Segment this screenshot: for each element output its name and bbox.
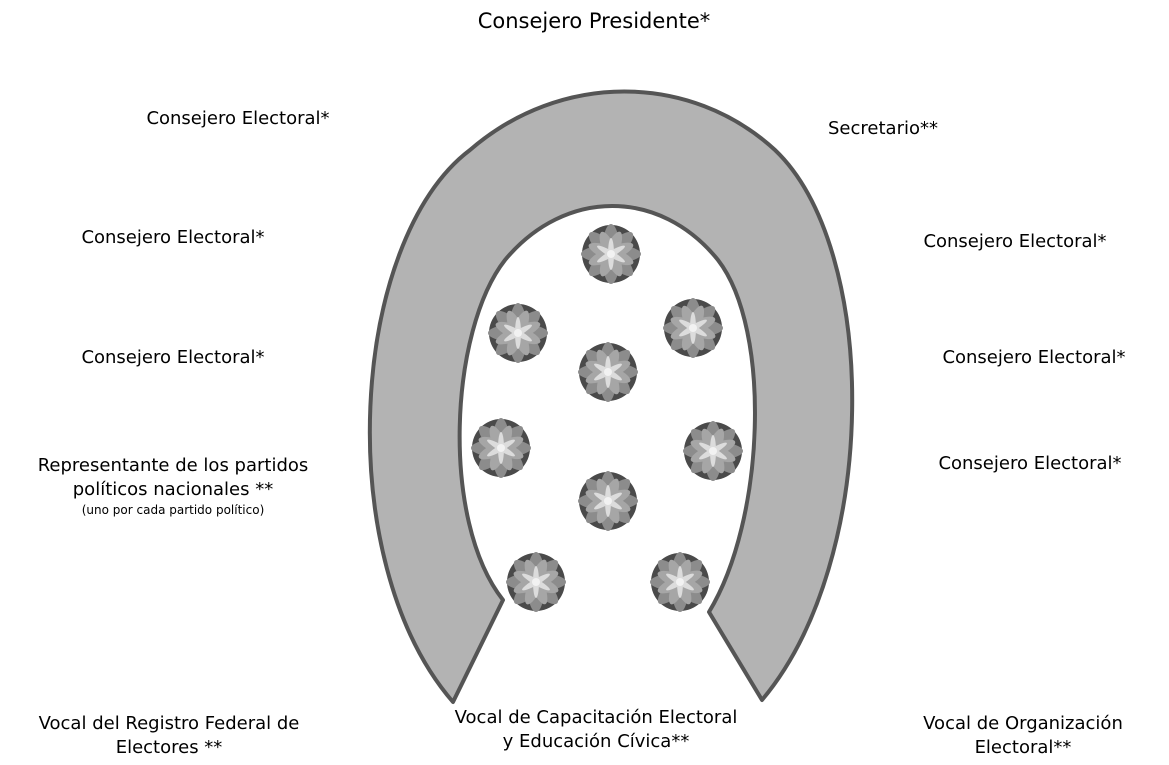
label-vocal-registro: Vocal del Registro Federal de Electores … (4, 712, 334, 760)
label-left-consejero-3: Consejero Electoral* (81, 347, 265, 368)
potted-plant-icon (471, 418, 531, 478)
label-representante-line2: políticos nacionales ** (72, 479, 274, 500)
label-right-consejero-2: Consejero Electoral* (942, 347, 1126, 368)
label-vocal-organizacion-line2: Electoral** (974, 737, 1072, 758)
potted-plant-icon (578, 342, 638, 402)
potted-plant-icon (650, 552, 710, 612)
potted-plant-icon (581, 224, 641, 284)
potted-plant-icon (578, 471, 638, 531)
potted-plant-icon (663, 298, 723, 358)
label-vocal-registro-line1: Vocal del Registro Federal de (38, 713, 300, 734)
potted-plant-icon (683, 421, 743, 481)
label-left-consejero-2: Consejero Electoral* (81, 227, 265, 248)
label-vocal-capacitacion: Vocal de Capacitación Electoral y Educac… (418, 706, 774, 754)
label-secretario: Secretario** (828, 118, 938, 139)
label-vocal-capacitacion-line2: y Educación Cívica** (502, 731, 690, 752)
label-representante-partidos: Representante de los partidos políticos … (4, 454, 342, 518)
label-consejero-presidente: Consejero Presidente* (477, 9, 711, 33)
label-representante-note: (uno por cada partido político) (81, 503, 265, 517)
label-left-consejero-1: Consejero Electoral* (146, 108, 330, 129)
label-representante-line1: Representante de los partidos (37, 455, 309, 476)
label-vocal-organizacion: Vocal de Organización Electoral** (888, 712, 1158, 760)
horseshoe-table (367, 89, 855, 704)
potted-plant-icon (488, 303, 548, 363)
label-right-consejero-1: Consejero Electoral* (923, 231, 1107, 252)
label-right-consejero-3: Consejero Electoral* (938, 453, 1122, 474)
label-vocal-organizacion-line1: Vocal de Organización (923, 713, 1123, 734)
potted-plant-icon (506, 552, 566, 612)
label-vocal-capacitacion-line1: Vocal de Capacitación Electoral (454, 707, 738, 728)
label-vocal-registro-line2: Electores ** (115, 737, 223, 758)
